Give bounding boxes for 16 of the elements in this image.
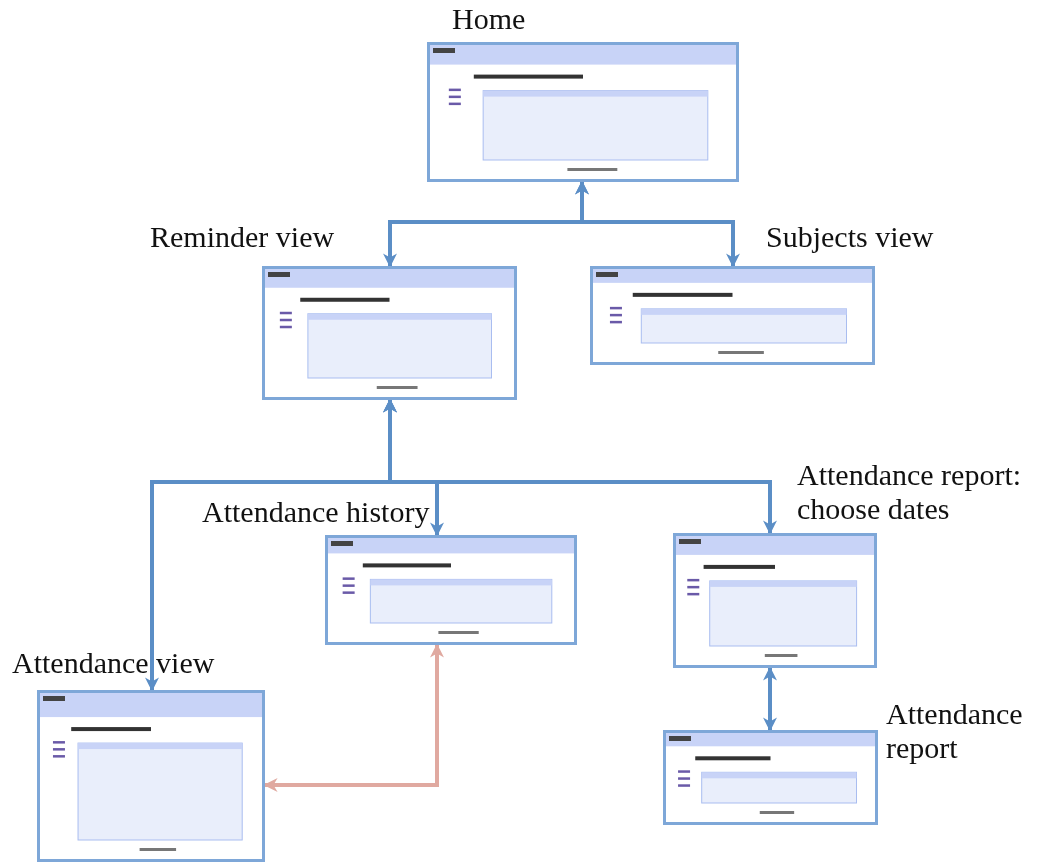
picture bbox=[427, 42, 739, 182]
picture bbox=[37, 690, 265, 862]
view-title: Attendance report: choose dates bbox=[797, 458, 1023, 526]
picture bbox=[590, 266, 875, 365]
view-title: Home bbox=[452, 2, 527, 36]
view-title: Attendance history bbox=[202, 495, 431, 529]
view-title: Reminder view bbox=[150, 220, 336, 254]
picture bbox=[663, 730, 878, 825]
arrow bbox=[763, 666, 777, 732]
picture bbox=[262, 266, 517, 400]
picture bbox=[325, 535, 577, 645]
picture bbox=[673, 533, 877, 668]
view-title: Subjects view bbox=[766, 220, 935, 254]
arrow bbox=[263, 643, 444, 792]
view-title: Attendance report bbox=[886, 697, 1024, 765]
view-title: Attendance view bbox=[12, 646, 216, 680]
